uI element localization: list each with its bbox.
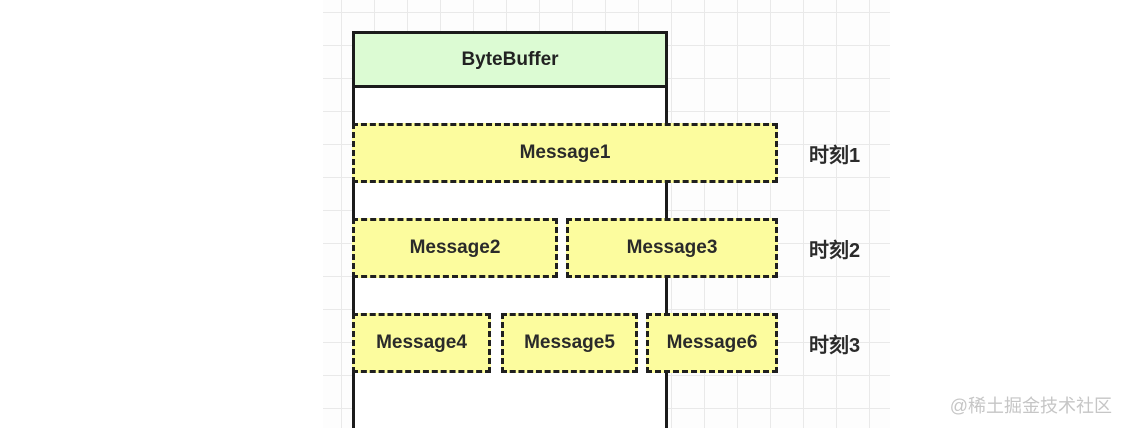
time-label-3: 时刻3 [809, 313, 894, 373]
message-box-5: Message5 [501, 313, 638, 373]
message-box-label: Message2 [409, 237, 501, 258]
time-label-2: 时刻2 [809, 218, 894, 278]
message-box-4: Message4 [352, 313, 491, 373]
message-box-label: Message1 [519, 142, 611, 163]
time-label-1: 时刻1 [809, 123, 894, 183]
bytebuffer-header-label: ByteBuffer [461, 48, 559, 70]
message-box-2: Message2 [352, 218, 558, 278]
time-label-text: 时刻1 [809, 144, 861, 167]
message-box-label: Message3 [626, 237, 718, 258]
message-box-3: Message3 [566, 218, 778, 278]
time-label-text: 时刻2 [809, 239, 861, 262]
bytebuffer-header: ByteBuffer [355, 34, 665, 88]
message-box-label: Message5 [524, 332, 615, 353]
message-box-label: Message4 [376, 332, 467, 353]
watermark: @稀土掘金技术社区 [950, 392, 1112, 418]
message-box-6: Message6 [646, 313, 778, 373]
message-box-label: Message6 [666, 332, 758, 353]
message-box-1: Message1 [352, 123, 778, 183]
watermark-text: @稀土掘金技术社区 [949, 396, 1112, 416]
time-label-text: 时刻3 [809, 334, 861, 357]
